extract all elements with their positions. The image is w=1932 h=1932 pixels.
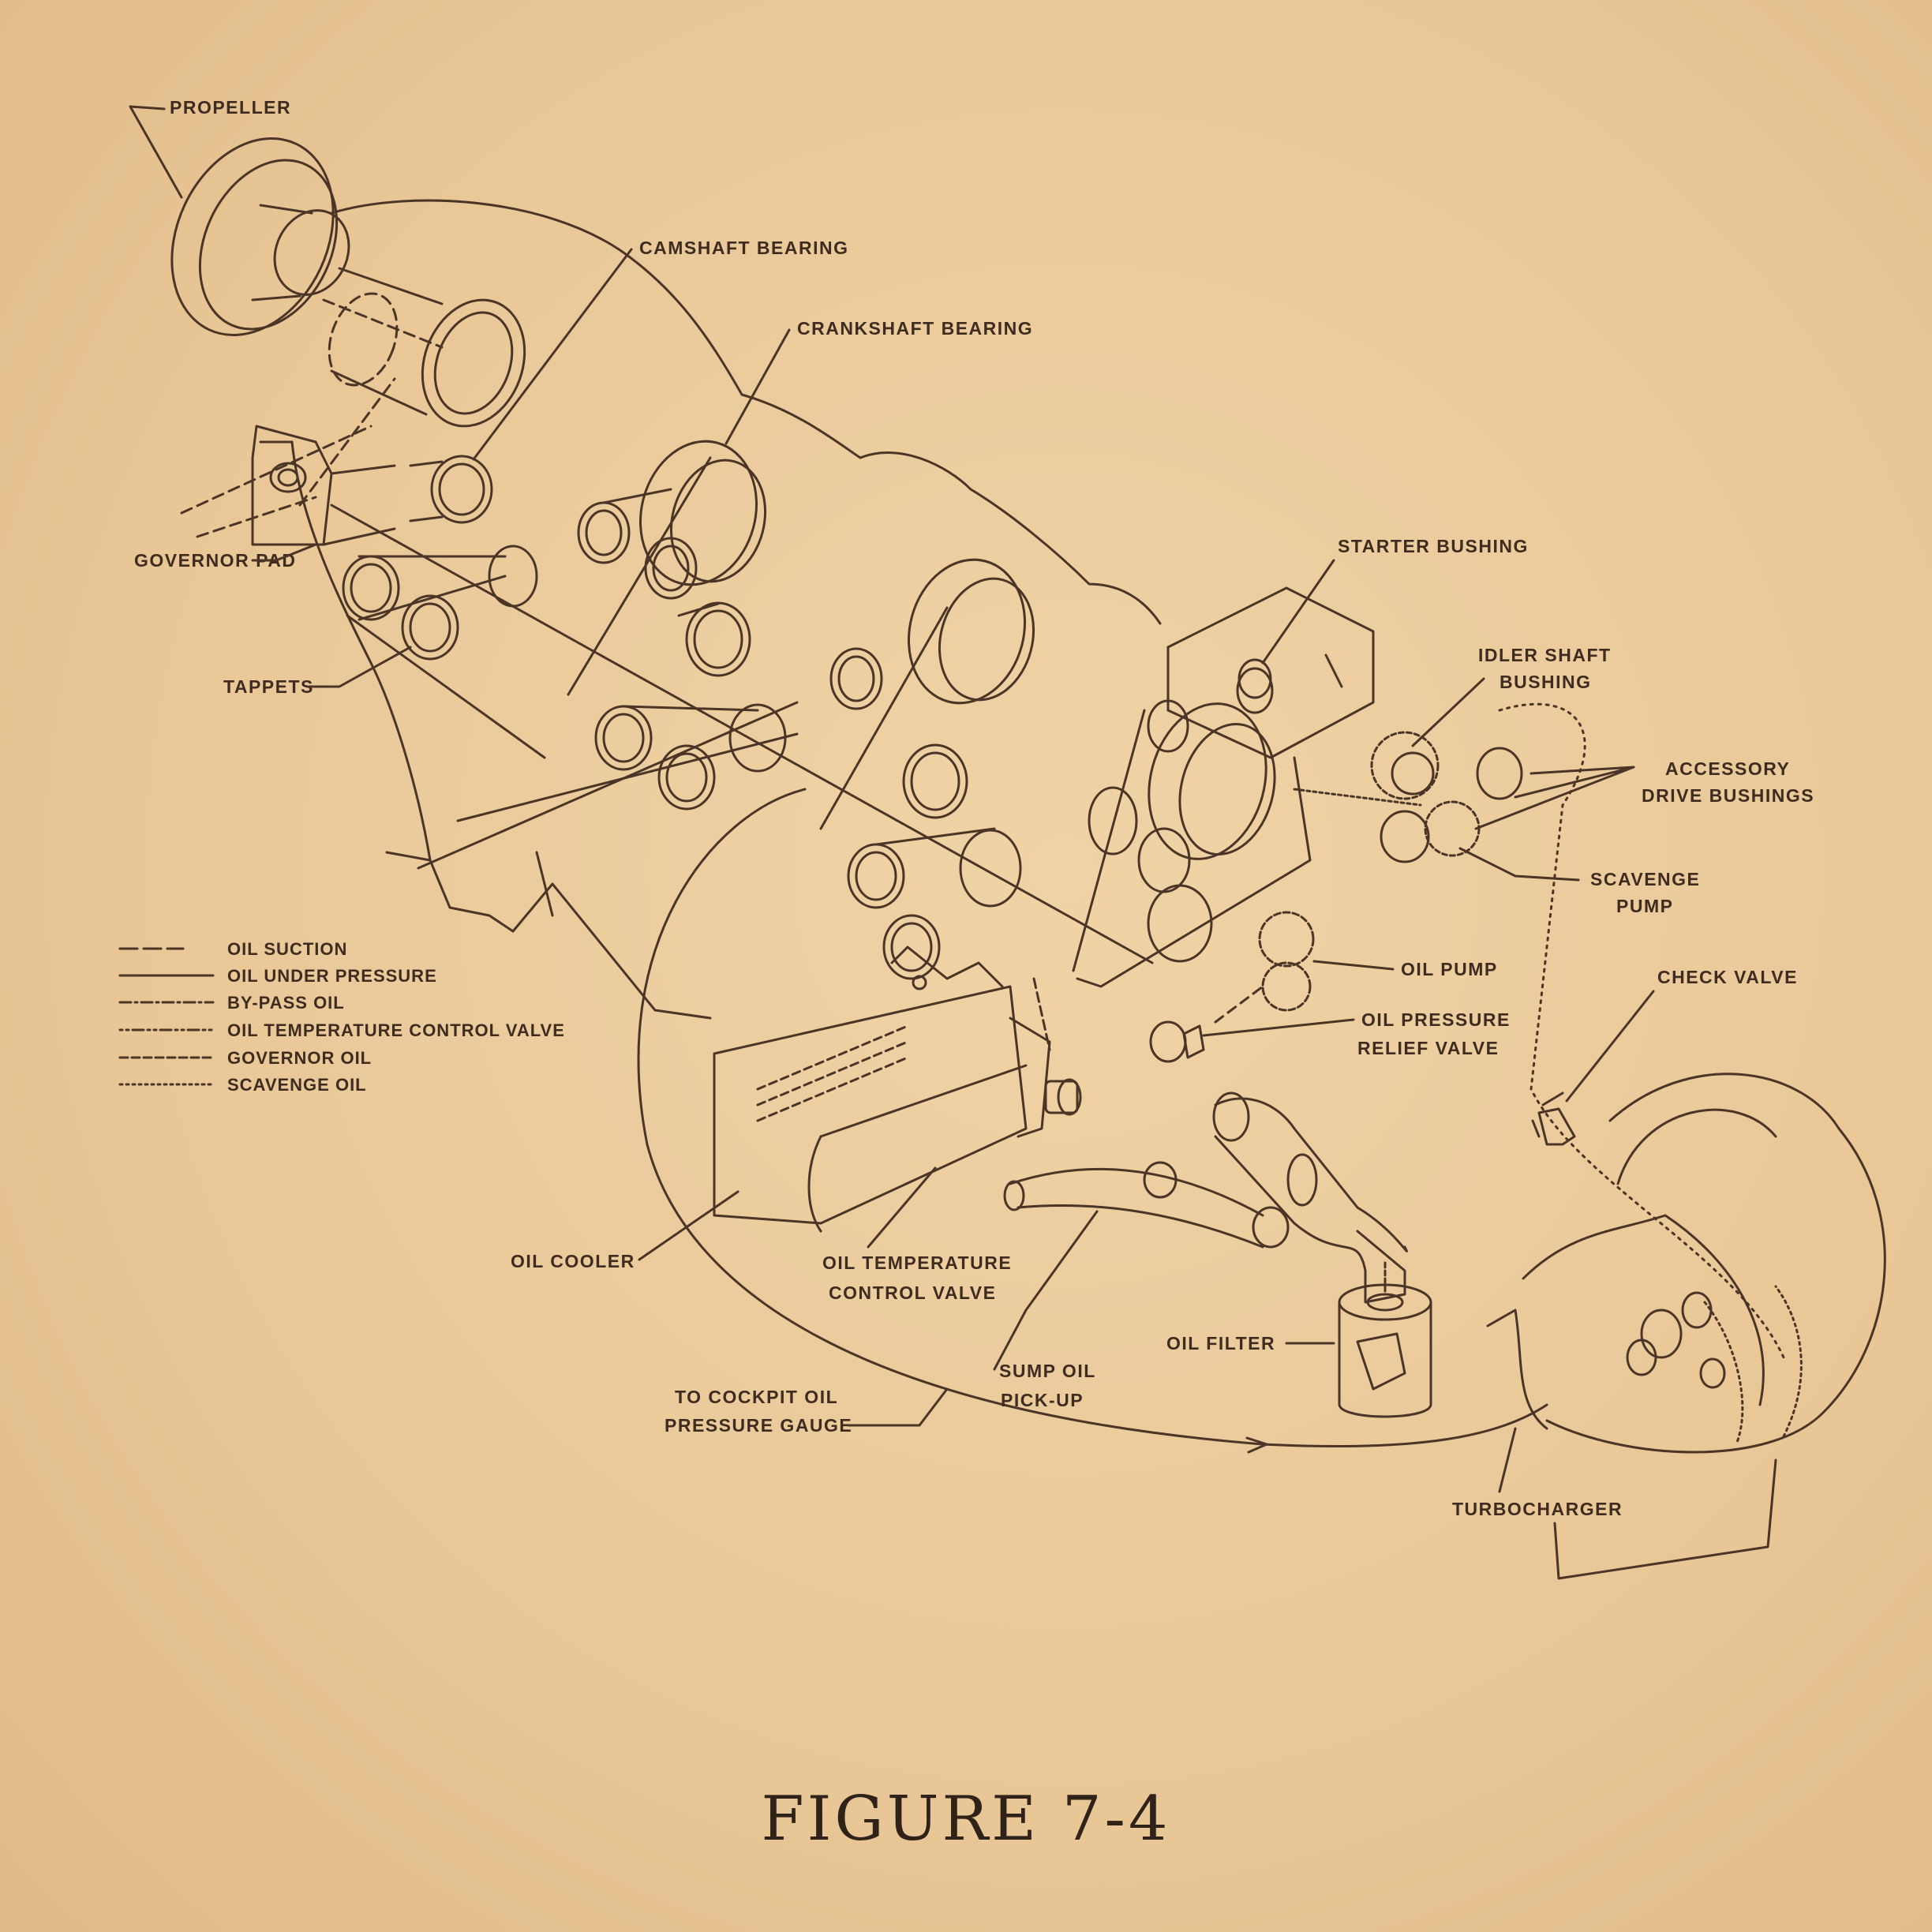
accessory-housing [1166,586,1375,759]
label-sump-pickup-2: PICK-UP [1001,1390,1084,1410]
oil-cooler-body [713,945,1028,1233]
label-idler-shaft-bushing-2: BUSHING [1500,672,1592,692]
label-camshaft-bearing: CAMSHAFT BEARING [639,238,849,258]
tappet-bores [342,455,1274,980]
legend-item-scavenge-oil: SCAVENGE OIL [118,1075,367,1095]
oil-pump [1149,911,1315,1063]
label-crankshaft-bearing: CRANKSHAFT BEARING [797,318,1033,339]
callouts: PROPELLER CAMSHAFT BEARING CRANKSHAFT BE… [129,97,1814,1580]
turbocharger-body [1486,1073,1886,1454]
front-bearing-sleeve [298,267,526,507]
cockpit-gauge-line [637,788,1548,1448]
oil-galleries [330,456,1312,988]
oil-filter-body [1338,1261,1432,1418]
label-propeller: PROPELLER [170,97,291,118]
label-cockpit-gauge-2: PRESSURE GAUGE [665,1415,852,1436]
propeller-flange [170,137,350,336]
label-oil-cooler: OIL COOLER [511,1251,635,1271]
accessory-gears [1293,731,1523,863]
legend-label: OIL SUCTION [227,939,347,959]
sump-pickup-tube [1003,1161,1290,1249]
line-legend: OIL SUCTION OIL UNDER PRESSURE BY-PASS O… [118,939,565,1095]
label-accessory-drive-1: ACCESSORY [1665,758,1790,779]
legend-item-temp-control-valve: OIL TEMPERATURE CONTROL VALVE [118,1020,565,1040]
crankshaft-bearings [638,440,1276,860]
filter-adapter [1212,1091,1408,1304]
label-temp-valve-2: CONTROL VALVE [829,1282,996,1303]
legend-label: GOVERNOR OIL [227,1048,372,1068]
label-accessory-drive-2: DRIVE BUSHINGS [1642,785,1814,806]
governor-line [196,496,317,538]
label-relief-valve-1: OIL PRESSURE [1361,1009,1511,1030]
legend-item-oil-under-pressure: OIL UNDER PRESSURE [118,966,437,986]
label-idler-shaft-bushing-1: IDLER SHAFT [1478,645,1612,665]
temperature-control-valve [1009,977,1082,1138]
scavenge-line [1498,702,1785,1359]
label-temp-valve-1: OIL TEMPERATURE [822,1252,1012,1273]
label-relief-valve-2: RELIEF VALVE [1357,1038,1499,1058]
label-turbocharger: TURBOCHARGER [1452,1499,1623,1519]
label-starter-bushing: STARTER BUSHING [1338,536,1529,556]
legend-label: BY-PASS OIL [227,993,345,1013]
legend-item-by-pass-oil: BY-PASS OIL [118,993,345,1013]
label-sump-pickup-1: SUMP OIL [999,1361,1096,1381]
legend-item-governor-oil: GOVERNOR OIL [118,1048,372,1068]
legend-label: OIL UNDER PRESSURE [227,966,437,986]
crankcase-outline [330,199,1162,625]
governor-pad-block [251,425,396,546]
label-tappets: TAPPETS [223,676,314,697]
label-check-valve: CHECK VALVE [1657,967,1798,987]
legend-label: OIL TEMPERATURE CONTROL VALVE [227,1020,565,1040]
label-oil-filter: OIL FILTER [1166,1333,1275,1354]
legend-item-oil-suction: OIL SUCTION [118,939,347,959]
legend-label: SCAVENGE OIL [227,1075,367,1095]
label-scavenge-pump-1: SCAVENGE [1590,869,1700,889]
figure-caption: FIGURE 7-4 [761,1784,1171,1855]
label-scavenge-pump-2: PUMP [1616,896,1673,916]
engine-drawing [170,137,1886,1454]
label-oil-pump: OIL PUMP [1401,959,1498,979]
label-cockpit-gauge-1: TO COCKPIT OIL [675,1387,838,1407]
